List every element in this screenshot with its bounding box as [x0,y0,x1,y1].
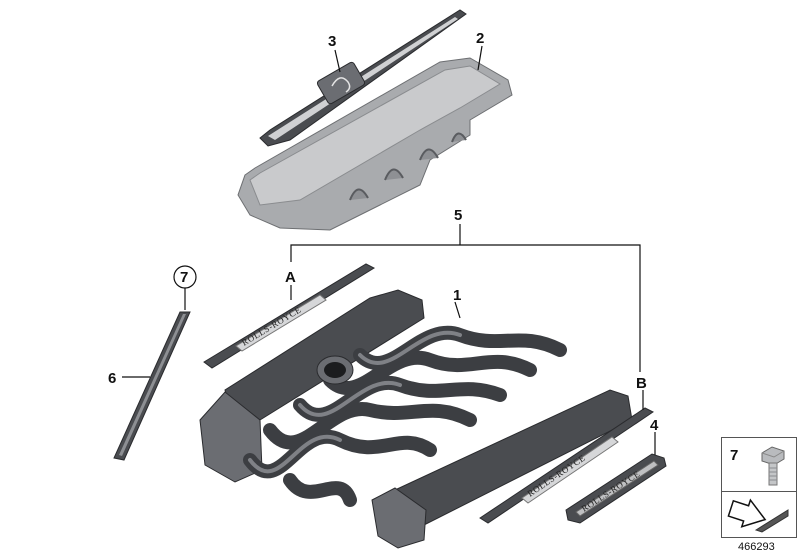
legend-divider [722,491,796,492]
legend-box: 7 [721,437,797,538]
callout-3: 3 [328,33,336,50]
seal-strip-part [113,311,191,461]
callout-2: 2 [476,30,484,47]
badge-a-text: ROLLS-ROYCE [240,304,303,347]
cover-trim-part [259,9,467,147]
callout-a: A [285,269,296,286]
callout-7: 7 [180,269,188,286]
callout-1: 1 [453,287,461,304]
callout-b: B [636,375,647,392]
callout-5: 5 [454,207,462,224]
callout-7-circled: 7 [173,265,197,289]
callout-6: 6 [108,370,116,387]
engine-cover-part [237,57,513,231]
legend-number: 7 [730,447,739,464]
arrow-icon [727,498,789,533]
reference-number: 466293 [738,541,775,553]
bolt-icon [761,446,785,486]
callout-4: 4 [650,417,659,434]
intake-manifold-part [199,289,633,549]
badge-4-text: ROLLS-ROYCE [580,469,642,514]
leader-lines [122,45,656,455]
